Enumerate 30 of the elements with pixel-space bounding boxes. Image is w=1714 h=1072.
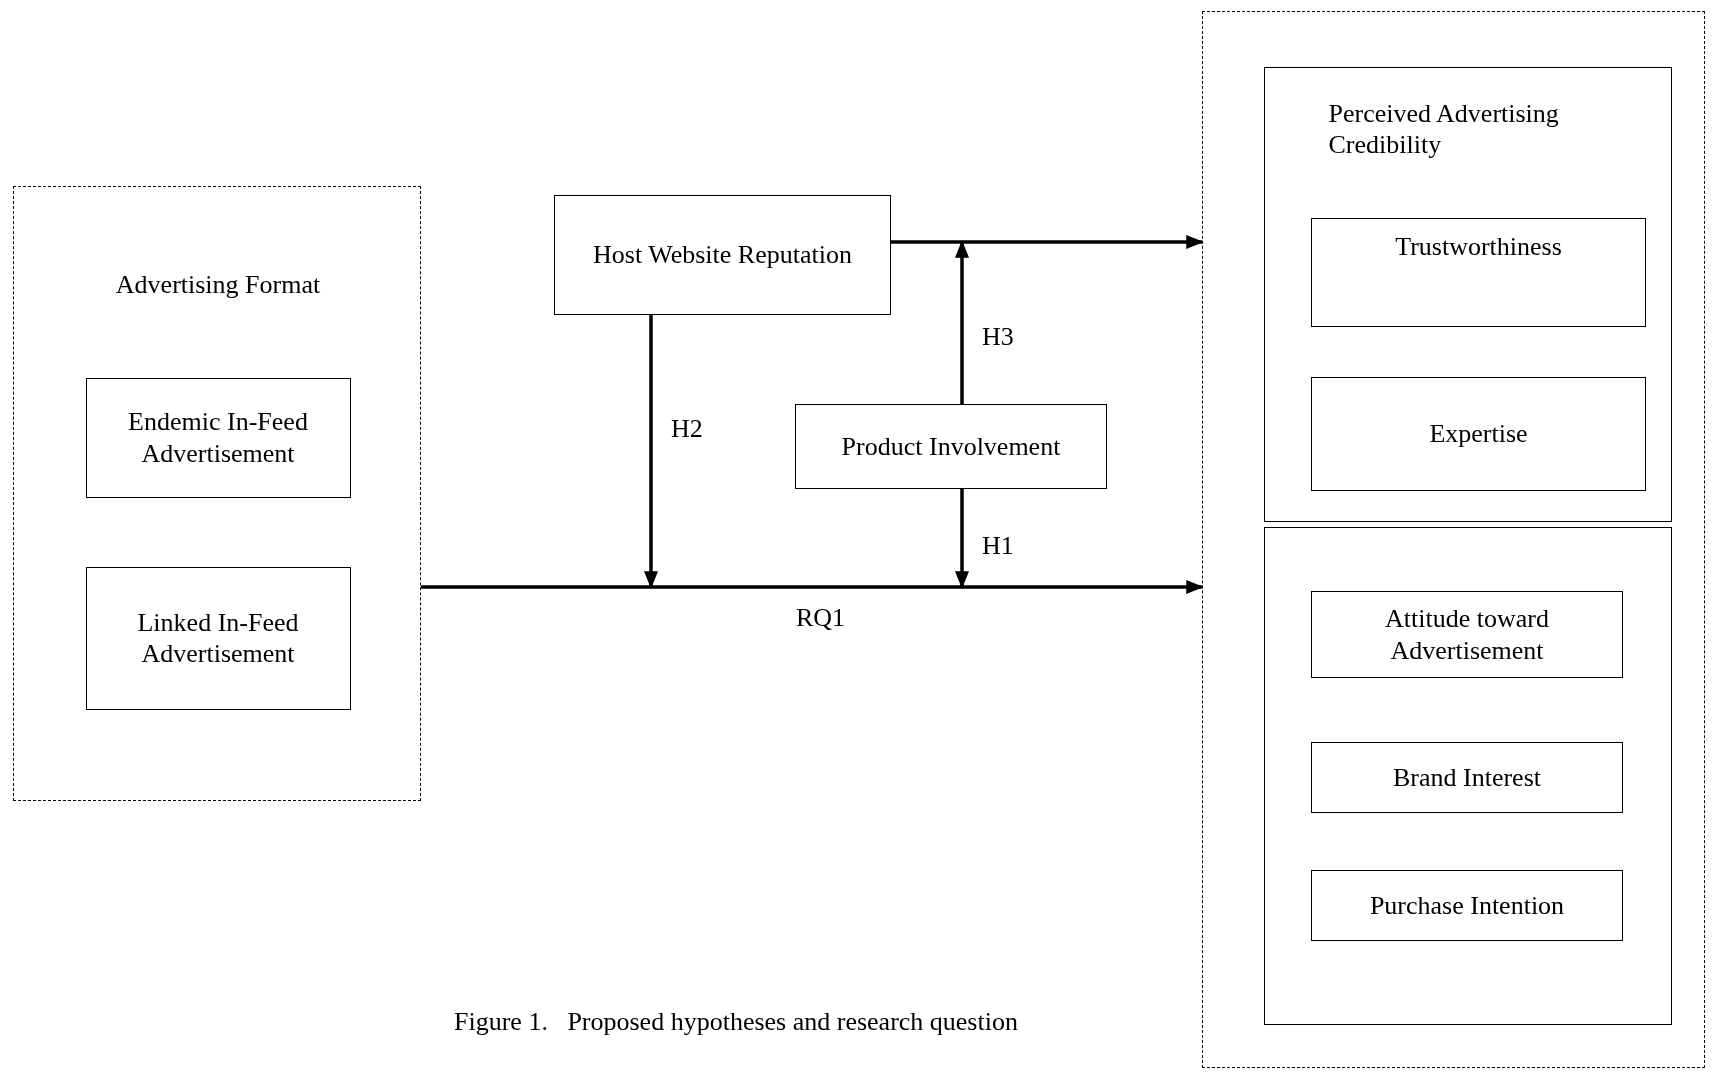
figure-caption: Figure 1. Proposed hypotheses and research question xyxy=(454,1007,1018,1037)
concept-box xyxy=(85,566,351,710)
concept-box xyxy=(554,195,891,315)
concept-box xyxy=(795,404,1107,489)
group-box xyxy=(1263,66,1672,522)
box-label: Endemic In-Feed Advertisement xyxy=(127,406,309,469)
concept-box xyxy=(1311,742,1623,813)
concept-box xyxy=(85,377,351,498)
dashed-group-box xyxy=(13,186,421,801)
arrow xyxy=(421,580,1204,594)
arrow xyxy=(955,240,969,404)
box-label: Host Website Reputation xyxy=(592,239,853,271)
concept-box xyxy=(1311,870,1623,941)
group-box xyxy=(1263,526,1672,1025)
arrow xyxy=(955,489,969,589)
box-label: Product Involvement xyxy=(840,430,1062,463)
concept-box xyxy=(1311,591,1623,678)
box-label: Purchase Intention xyxy=(1368,889,1566,922)
group-heading: Perceived Advertising Credibility xyxy=(1328,97,1560,160)
box-label: Linked In-Feed Advertisement xyxy=(136,606,300,670)
box-label: Expertise xyxy=(1428,418,1529,450)
box-label: Brand Interest xyxy=(1392,761,1542,794)
arrow xyxy=(644,315,658,589)
box-label: Trustworthiness xyxy=(1394,231,1563,263)
concept-box xyxy=(1311,218,1646,327)
arrow xyxy=(891,235,1204,249)
dashed-group-box xyxy=(1202,11,1705,1068)
concept-box xyxy=(1311,377,1646,491)
group-heading: Advertising Format xyxy=(114,269,322,301)
box-label: Attitude toward Advertisement xyxy=(1384,603,1550,666)
